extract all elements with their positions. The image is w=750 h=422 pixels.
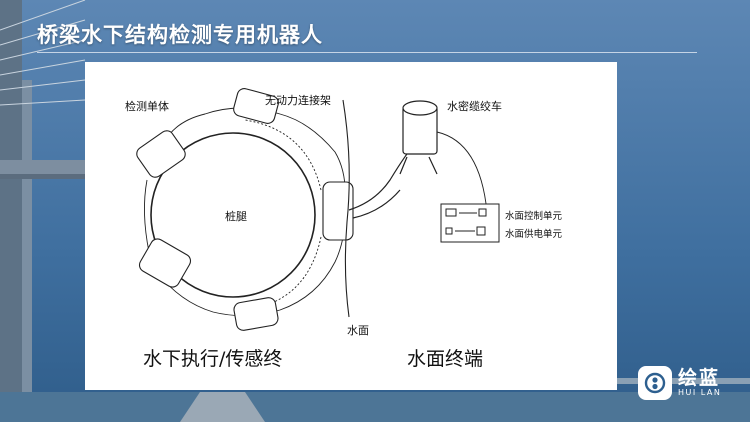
- logo-mark-icon: [638, 366, 672, 400]
- inspection-unit: [136, 88, 354, 331]
- surface-terminal-box: [440, 203, 500, 243]
- logo-name-cn: 绘蓝: [678, 367, 721, 389]
- label-power-unit: 水面供电单元: [505, 229, 563, 240]
- label-cable-winch: 水密缆绞车: [447, 100, 502, 113]
- logo-name-en: HUI LAN: [678, 388, 722, 397]
- label-linkage: 无动力连接架: [265, 94, 331, 107]
- label-pile: 桩腿: [225, 210, 247, 223]
- title-divider: [37, 52, 697, 53]
- cable-winch: [399, 100, 438, 175]
- caption-surface: 水面终端: [407, 348, 484, 370]
- surface-cable: [436, 131, 488, 213]
- waterline: [342, 99, 350, 318]
- brand-logo: 绘蓝 HUI LAN: [638, 366, 721, 400]
- bridge-pylon: [0, 0, 86, 422]
- label-control-unit: 水面控制单元: [505, 211, 563, 222]
- robot-system-diagram: [136, 88, 500, 331]
- caption-underwater: 水下执行/传感终: [143, 348, 283, 370]
- diagram-panel: 检测单体 无动力连接架 水密缆绞车 桩腿 水面 水面控制单元 水面供电单元 水下…: [85, 62, 617, 390]
- label-water-surface: 水面: [347, 324, 369, 337]
- slide-title: 桥梁水下结构检测专用机器人: [37, 23, 323, 47]
- bridge-deck: [0, 378, 750, 422]
- pile-circle: [150, 132, 316, 298]
- label-detect-unit: 检测单体: [125, 100, 169, 113]
